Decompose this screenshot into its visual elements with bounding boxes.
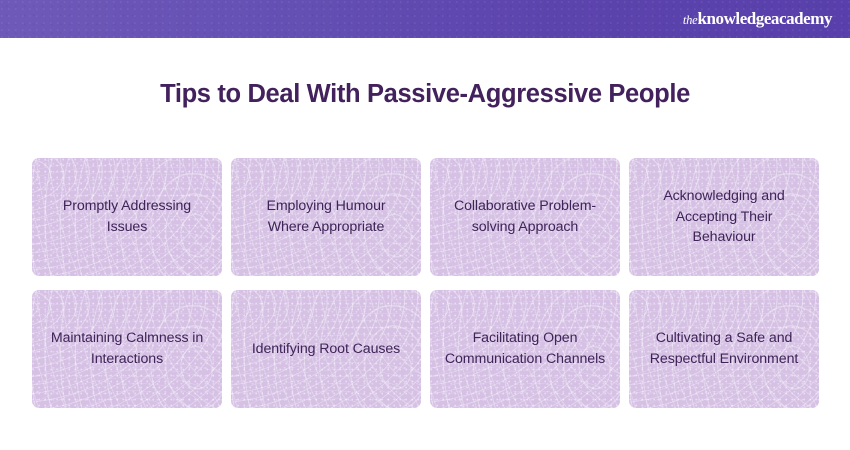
tip-card-4: Acknowledging and Accepting Their Behavi… [629,158,819,276]
tip-card-8: Cultivating a Safe and Respectful Enviro… [629,290,819,408]
header-bar: theknowledgeacademy [0,0,850,38]
tip-card-label: Maintaining Calmness in Interactions [50,330,204,367]
brand-name-text: knowledgeacademy [697,9,833,28]
page-title: Tips to Deal With Passive-Aggressive Peo… [160,80,690,108]
tips-card-grid: Promptly Addressing Issues Employing Hum… [32,158,819,408]
tip-card-label: Promptly Addressing Issues [62,198,192,235]
tip-card-6: Identifying Root Causes [231,290,421,408]
brand-logo: theknowledgeacademy [682,9,833,28]
tip-card-label: Cultivating a Safe and Respectful Enviro… [649,330,799,367]
tip-card-5: Maintaining Calmness in Interactions [32,290,222,408]
tip-card-3: Collaborative Problem-solving Approach [430,158,620,276]
tip-card-label: Acknowledging and Accepting Their Behavi… [663,188,785,246]
tip-card-1: Promptly Addressing Issues [32,158,222,276]
brand-prefix-text: the [682,13,698,27]
tip-card-label: Identifying Root Causes [251,340,401,357]
tip-card-label: Employing Humour Where Appropriate [266,198,386,235]
tip-card-7: Facilitating Open Communication Channels [430,290,620,408]
tip-card-label: Collaborative Problem-solving Approach [453,198,597,235]
tip-card-label: Facilitating Open Communication Channels [444,330,606,367]
tip-card-2: Employing Humour Where Appropriate [231,158,421,276]
